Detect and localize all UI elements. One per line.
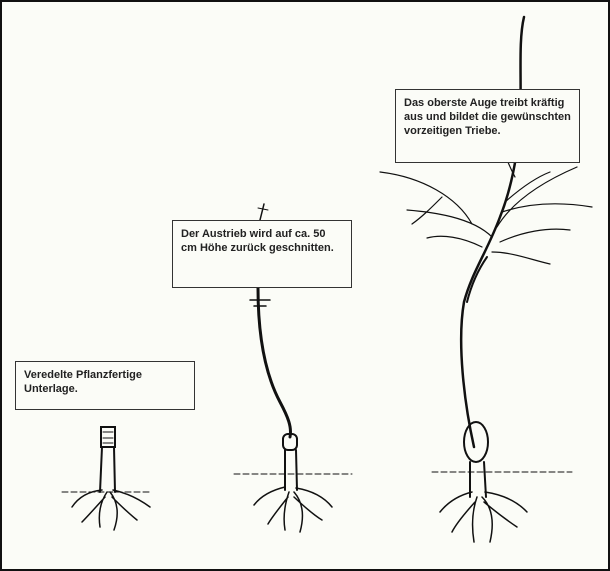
plant-rootstock	[61, 426, 153, 531]
caption-box-rootstock: Veredelte Pflanzfertige Unterlage.	[15, 361, 195, 410]
plant-grown-tree	[379, 15, 593, 543]
plant-cut-back	[233, 203, 353, 533]
caption-box-top-bud: Das oberste Auge treibt kräftig aus und …	[395, 89, 580, 163]
caption-box-cut-back: Der Austrieb wird auf ca. 50 cm Höhe zur…	[172, 220, 352, 288]
